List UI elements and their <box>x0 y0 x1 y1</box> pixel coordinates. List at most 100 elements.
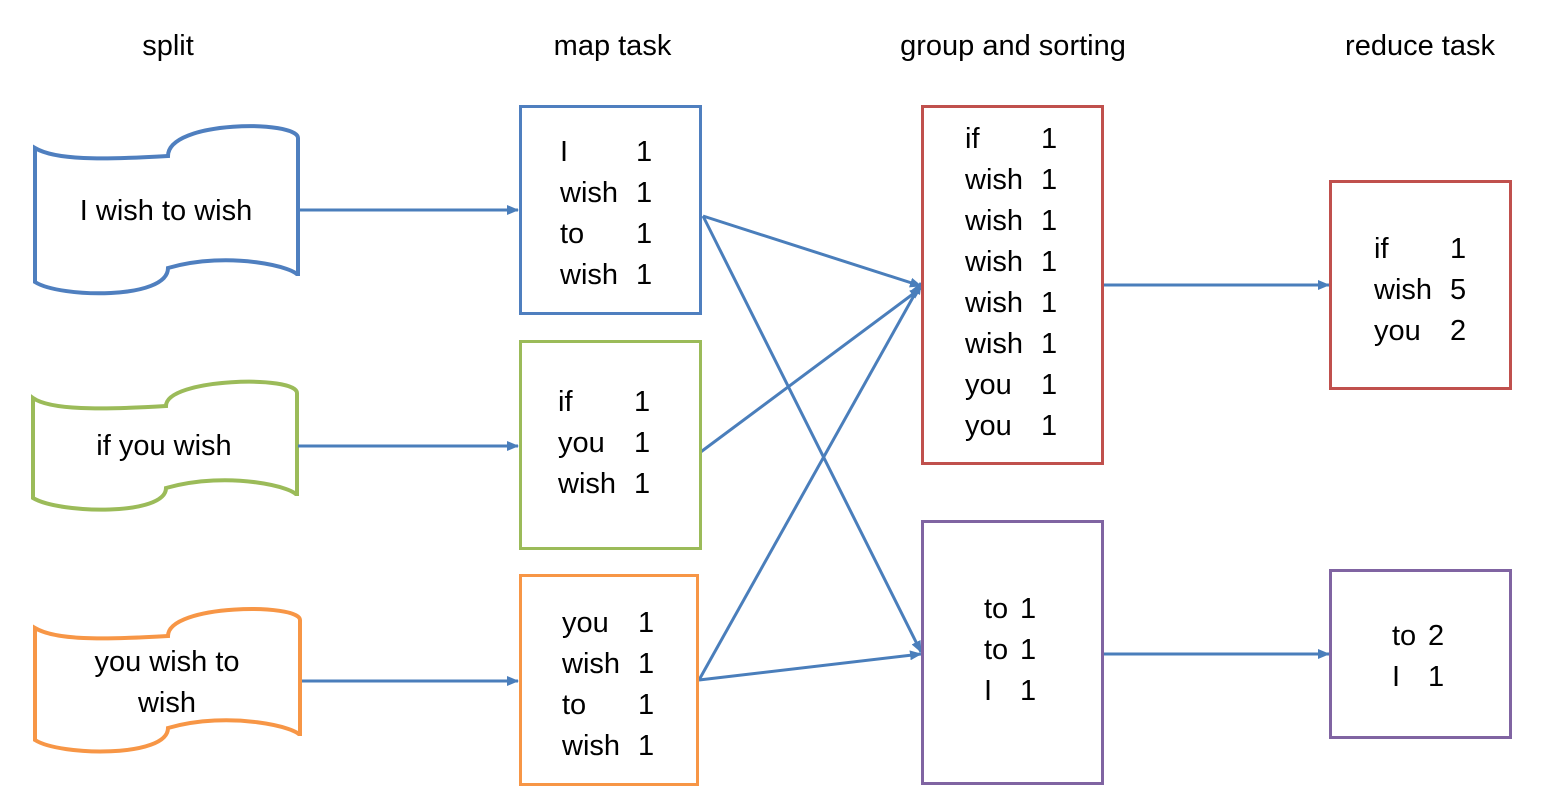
word: if <box>965 123 980 155</box>
split-shape-1 <box>33 124 300 296</box>
word: wish <box>1374 274 1433 306</box>
count: 1 <box>638 689 655 721</box>
count: 5 <box>1450 274 1467 306</box>
word: I <box>560 136 569 168</box>
word: wish <box>562 648 621 680</box>
word: if <box>558 386 573 418</box>
split-text-3: you wish to wish <box>94 646 240 719</box>
word-count-row: wish 1 <box>558 464 650 505</box>
word-count-row: to 1 <box>562 685 654 726</box>
split-text-1: I wish to wish <box>79 195 253 227</box>
arrow-map1-to-group2 <box>701 215 923 653</box>
map-task-box-3: you 1 wish 1 to 1 wish 1 <box>519 574 699 786</box>
split-text-2: if you wish <box>96 430 232 462</box>
count: 1 <box>1041 123 1058 155</box>
word: you <box>558 427 605 459</box>
word-count-row: you 1 <box>965 365 1057 406</box>
word-count-row: you 1 <box>965 406 1057 447</box>
arrow-map3-to-group1 <box>697 282 923 681</box>
word-count-row: if 1 <box>1374 229 1466 270</box>
arrow-map1-to-group1 <box>702 214 922 288</box>
heading-group-and-sorting: group and sorting <box>900 30 1126 62</box>
map-task-list-2: if 1 you 1 wish 1 <box>558 382 650 505</box>
word: wish <box>965 328 1024 360</box>
word: I <box>984 675 993 707</box>
count: 1 <box>634 468 651 500</box>
word-count-row: to 1 <box>984 630 1036 671</box>
word: if <box>1374 233 1389 265</box>
word-count-row: you 1 <box>558 423 650 464</box>
word-count-row: to 1 <box>984 589 1036 630</box>
word-count-row: wish 1 <box>965 160 1057 201</box>
count: 1 <box>636 177 653 209</box>
word: to <box>984 634 1009 666</box>
count: 1 <box>636 259 653 291</box>
count: 1 <box>1041 410 1058 442</box>
word: wish <box>560 177 619 209</box>
count: 1 <box>1020 675 1037 707</box>
split-shape-3 <box>33 607 302 754</box>
word-count-row: you 1 <box>562 603 654 644</box>
word: I <box>1392 661 1401 693</box>
count: 1 <box>1041 164 1058 196</box>
word: you <box>965 410 1012 442</box>
word-count-row: wish 1 <box>560 173 652 214</box>
word: wish <box>560 259 619 291</box>
split-shape-2 <box>31 379 299 512</box>
count: 1 <box>1041 328 1058 360</box>
word: wish <box>562 730 621 762</box>
count: 2 <box>1450 315 1467 347</box>
word-count-row: to 2 <box>1392 616 1444 657</box>
word-count-row: if 1 <box>965 119 1057 160</box>
heading-reduce-task: reduce task <box>1345 30 1495 62</box>
word: to <box>562 689 587 721</box>
word: wish <box>965 287 1024 319</box>
word-count-row: wish 1 <box>965 283 1057 324</box>
count: 1 <box>1450 233 1467 265</box>
word-count-row: wish 5 <box>1374 270 1466 311</box>
count: 1 <box>1041 369 1058 401</box>
word: wish <box>558 468 617 500</box>
word: to <box>1392 620 1417 652</box>
count: 1 <box>634 386 651 418</box>
word-count-row: if 1 <box>558 382 650 423</box>
word: you <box>562 607 609 639</box>
map-task-box-2: if 1 you 1 wish 1 <box>519 340 702 550</box>
word: to <box>560 218 585 250</box>
word: to <box>984 593 1009 625</box>
word: wish <box>965 164 1024 196</box>
word: you <box>965 369 1012 401</box>
word-count-row: wish 1 <box>965 324 1057 365</box>
count: 1 <box>638 648 655 680</box>
word-count-row: wish 1 <box>562 726 654 767</box>
count: 1 <box>1041 246 1058 278</box>
map-task-list-3: you 1 wish 1 to 1 wish 1 <box>562 603 654 767</box>
count: 1 <box>638 607 655 639</box>
count: 1 <box>1041 287 1058 319</box>
count: 1 <box>638 730 655 762</box>
heading-split: split <box>142 30 194 62</box>
count: 1 <box>636 218 653 250</box>
count: 2 <box>1428 620 1445 652</box>
count: 1 <box>1041 205 1058 237</box>
count: 1 <box>1020 593 1037 625</box>
word-count-row: wish 1 <box>965 242 1057 283</box>
word: wish <box>965 246 1024 278</box>
count: 1 <box>1020 634 1037 666</box>
count: 1 <box>634 427 651 459</box>
